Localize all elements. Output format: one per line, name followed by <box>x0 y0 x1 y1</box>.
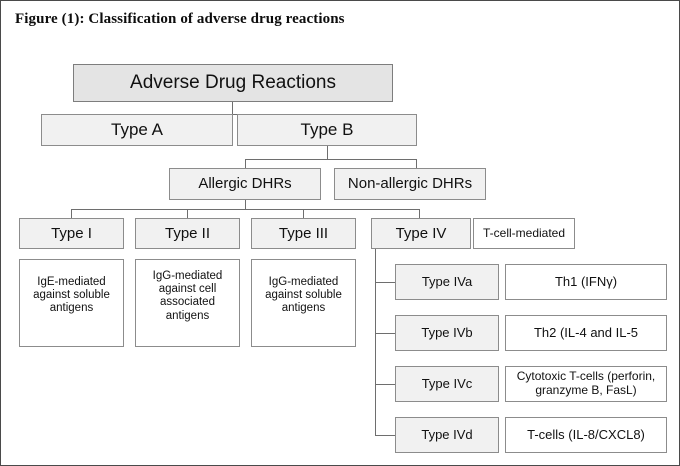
connector-to-allergic-dhrs <box>245 159 246 168</box>
node-type-ii: Type II <box>135 218 240 249</box>
connector-types-bus <box>71 209 420 210</box>
node-t-cell-mediated: T-cell-mediated <box>473 218 575 249</box>
node-label: Type A <box>111 120 163 140</box>
description-text: IgE-mediated against soluble antigens <box>33 276 110 315</box>
node-type-i: Type I <box>19 218 124 249</box>
node-type-ivc-mediator: Cytotoxic T-cells (perforin, granzyme B,… <box>505 366 667 402</box>
connector-allergic-stem <box>245 200 246 209</box>
node-type-iii: Type III <box>251 218 356 249</box>
node-label: Type IV <box>395 224 447 242</box>
node-label: Adverse Drug Reactions <box>130 72 336 94</box>
node-type-a: Type A <box>41 114 233 146</box>
node-type-ivb-mediator: Th2 (IL-4 and IL-5 <box>505 315 667 351</box>
node-type-iva-mediator: Th1 (IFNγ) <box>505 264 667 300</box>
description-text: IgG-mediated against cell associated ant… <box>152 270 223 322</box>
node-type-ivc: Type IVc <box>395 366 499 402</box>
connector-dhr-bus <box>245 159 417 160</box>
mediator-text: T-cells (IL-8/CXCL8) <box>527 426 645 442</box>
node-label: T-cell-mediated <box>482 225 566 240</box>
connector-root-stem <box>232 102 233 114</box>
connector-to-type-ivd <box>375 435 395 436</box>
node-type-ivd: Type IVd <box>395 417 499 453</box>
connector-to-type-ii <box>187 209 188 218</box>
node-label: Type IVa <box>421 273 473 289</box>
mediator-text: Th2 (IL-4 and IL-5 <box>533 324 639 340</box>
node-label: Allergic DHRs <box>198 175 292 193</box>
node-type-ii-description: IgG-mediated against cell associated ant… <box>135 259 240 347</box>
connector-to-type-iv <box>419 209 420 218</box>
node-label: Type III <box>278 224 329 242</box>
node-type-iii-description: IgG-mediated against soluble antigens <box>251 259 356 347</box>
connector-typeb-stem <box>327 146 328 159</box>
node-label: Type B <box>300 120 354 140</box>
connector-to-type-ivc <box>375 384 395 385</box>
node-type-ivb: Type IVb <box>395 315 499 351</box>
node-type-b: Type B <box>237 114 417 146</box>
connector-root-bus <box>136 114 333 115</box>
connector-to-nonallergic-dhrs <box>416 159 417 168</box>
connector-to-type-iii <box>303 209 304 218</box>
connector-to-type-ivb <box>375 333 395 334</box>
connector-to-type-i <box>71 209 72 218</box>
connector-type-iv-trunk <box>375 249 376 436</box>
node-type-iva: Type IVa <box>395 264 499 300</box>
mediator-text: Th1 (IFNγ) <box>554 273 618 289</box>
node-label: Type IVb <box>421 324 473 340</box>
node-allergic-dhrs: Allergic DHRs <box>169 168 321 200</box>
node-non-allergic-dhrs: Non-allergic DHRs <box>334 168 486 200</box>
node-adverse-drug-reactions: Adverse Drug Reactions <box>73 64 393 102</box>
node-label: Type I <box>51 224 92 242</box>
mediator-text: Cytotoxic T-cells (perforin, granzyme B,… <box>516 369 656 397</box>
node-label: Type IVd <box>421 426 473 442</box>
node-type-ivd-mediator: T-cells (IL-8/CXCL8) <box>505 417 667 453</box>
node-label: Non-allergic DHRs <box>347 175 473 193</box>
connector-to-type-iva <box>375 282 395 283</box>
node-type-i-description: IgE-mediated against soluble antigens <box>19 259 124 347</box>
node-label: Type IVc <box>421 375 473 391</box>
node-label: Type II <box>164 224 211 242</box>
description-text: IgG-mediated against soluble antigens <box>265 276 342 315</box>
figure-title: Figure (1): Classification of adverse dr… <box>15 11 345 27</box>
node-type-iv: Type IV <box>371 218 471 249</box>
